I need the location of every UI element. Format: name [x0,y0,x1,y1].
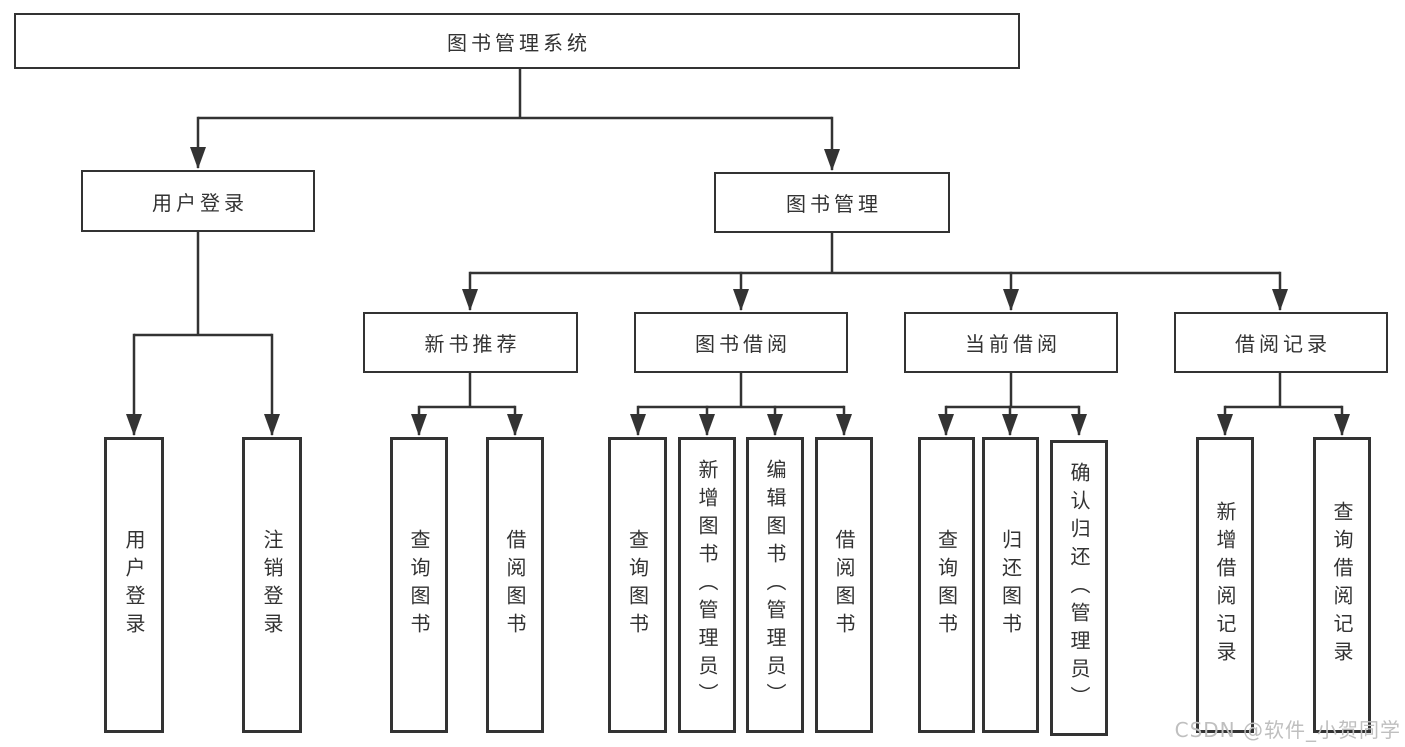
leaf-bb-edit-books-admin: 编辑图书（管理员） [746,437,804,733]
leaf-cb-query-books: 查询图书 [918,437,975,733]
node-library-management-system: 图书管理系统 [14,13,1020,69]
node-label: 图书管理系统 [447,30,591,55]
leaf-cb-return-books: 归还图书 [982,437,1039,733]
node-label: 新书推荐 [424,332,521,356]
node-label: 编辑图书（管理员） [763,459,787,711]
node-label: 确认归还（管理员） [1067,462,1091,714]
leaf-br-query-borrow-record: 查询借阅记录 [1313,437,1371,733]
leaf-user-login: 用户登录 [104,437,164,733]
node-label: 归还图书 [998,529,1023,641]
node-borrowing-records: 借阅记录 [1174,312,1388,373]
leaf-nbr-query-books: 查询图书 [390,437,448,733]
node-label: 查询图书 [625,529,650,641]
node-book-borrowing: 图书借阅 [634,312,848,373]
leaf-br-add-borrow-record: 新增借阅记录 [1196,437,1254,733]
node-label: 借阅图书 [832,529,856,641]
leaf-bb-add-books-admin: 新增图书（管理员） [678,437,736,733]
node-label: 新增借阅记录 [1213,501,1237,669]
node-label: 查询图书 [407,529,431,641]
leaf-logout-login: 注销登录 [242,437,302,733]
node-book-management: 图书管理 [714,172,950,233]
node-label: 借阅图书 [503,529,527,641]
node-label: 用户登录 [152,190,248,215]
node-label: 查询借阅记录 [1330,501,1354,669]
node-label: 当前借阅 [965,332,1061,356]
node-label: 注销登录 [260,529,284,641]
leaf-nbr-borrow-books: 借阅图书 [486,437,544,733]
node-new-book-recommendation: 新书推荐 [363,312,578,373]
node-label: 用户登录 [122,529,146,641]
node-current-borrowing: 当前借阅 [904,312,1118,373]
node-label: 查询图书 [934,529,959,641]
leaf-bb-query-books: 查询图书 [608,437,667,733]
node-label: 图书管理 [786,192,882,216]
node-label: 借阅记录 [1235,332,1331,356]
node-label: 图书借阅 [695,332,791,356]
node-user-login: 用户登录 [81,170,315,232]
leaf-cb-confirm-return-admin: 确认归还（管理员） [1050,440,1108,736]
node-label: 新增图书（管理员） [695,459,719,711]
leaf-bb-borrow-books: 借阅图书 [815,437,873,733]
